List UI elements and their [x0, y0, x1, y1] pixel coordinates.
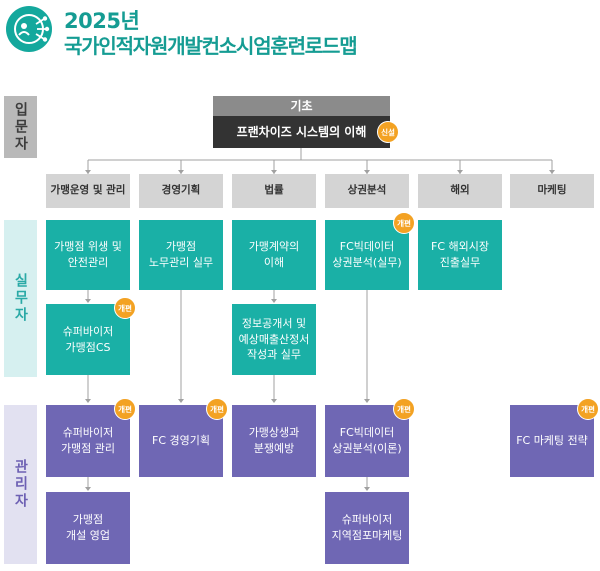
band-practitioner-label: 실무자 [12, 273, 29, 324]
course-disclosure-document[interactable]: 정보공개서 및 예상매출산정서 작성과 실무 [232, 304, 316, 375]
band-manager: 관리자 [4, 405, 37, 564]
band-practitioner: 실무자 [4, 220, 37, 377]
category-market-analysis: 상권분석 [325, 174, 409, 208]
revised-badge: 개편 [206, 398, 228, 420]
course-franchise-contract[interactable]: 가맹계약의 이해 [232, 220, 316, 290]
share-network-icon [14, 14, 50, 44]
page-title-year: 2025년 [64, 9, 140, 33]
revised-badge: 개편 [577, 398, 599, 420]
basic-level-header: 기초 [213, 96, 390, 116]
category-marketing: 마케팅 [510, 174, 594, 208]
category-planning: 경영기획 [139, 174, 223, 208]
revised-badge: 개편 [393, 398, 415, 420]
band-intro-label: 입문자 [12, 101, 29, 153]
band-manager-label: 관리자 [12, 459, 29, 510]
course-bigdata-theory[interactable]: FC빅데이터 상권분석(이론) [325, 405, 409, 477]
category-overseas: 해외 [418, 174, 502, 208]
band-intro: 입문자 [4, 96, 37, 158]
course-hygiene-safety[interactable]: 가맹점 위생 및 안전관리 [46, 220, 130, 290]
revised-badge: 개편 [114, 297, 136, 319]
course-franchise-system[interactable]: 프랜차이즈 시스템의 이해 [213, 116, 390, 148]
course-store-opening-sales[interactable]: 가맹점 개설 영업 [46, 492, 130, 564]
category-law: 법률 [232, 174, 316, 208]
revised-badge: 개편 [114, 398, 136, 420]
course-labor-management[interactable]: 가맹점 노무관리 실무 [139, 220, 223, 290]
new-badge: 신설 [377, 121, 399, 143]
logo [6, 6, 52, 52]
category-operations: 가맹운영 및 관리 [46, 174, 130, 208]
revised-badge: 개편 [393, 212, 415, 234]
course-overseas-expansion[interactable]: FC 해외시장 진출실무 [418, 220, 502, 290]
course-supervisor-management[interactable]: 슈퍼바이저 가맹점 관리 [46, 405, 130, 477]
course-bigdata-practice[interactable]: FC빅데이터 상권분석(실무) [325, 220, 409, 290]
course-supervisor-local-marketing[interactable]: 슈퍼바이저 지역점포마케팅 [325, 492, 409, 564]
page-title: 국가인적자원개발컨소시엄훈련로드맵 [64, 34, 358, 58]
course-coexistence-dispute[interactable]: 가맹상생과 분쟁예방 [232, 405, 316, 477]
course-supervisor-cs[interactable]: 슈퍼바이저 가맹점CS [46, 304, 130, 375]
